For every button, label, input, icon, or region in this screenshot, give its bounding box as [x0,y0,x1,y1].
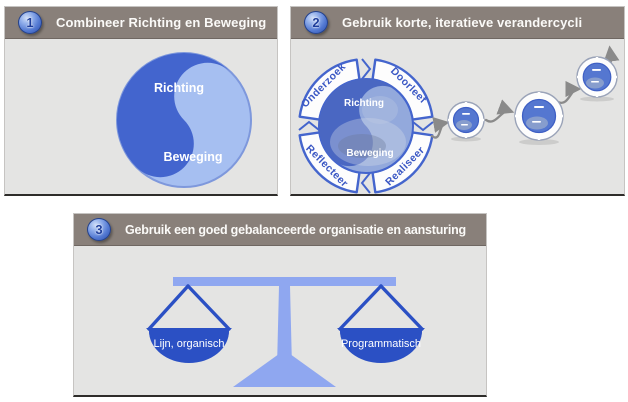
panel-1-title: Combineer Richting en Beweging [56,15,267,30]
panel-1: 1 Combineer Richting en Beweging Richtin… [4,6,278,196]
richting-label: Richting [154,81,204,95]
balance-scale-icon: Lijn, organisch Programmatisch [146,277,425,387]
scale-pillar [173,277,396,387]
right-pan: Programmatisch [337,284,425,363]
panel-2-body: Richting Beweging Onderzoek Doorleef Ref… [291,39,624,195]
left-pan-label: Lijn, organisch [154,338,225,350]
panel-1-body: Richting Beweging [5,39,277,195]
panel-1-header: 1 Combineer Richting en Beweging [5,7,277,39]
panel-3-header: 3 Gebruik een goed gebalanceerde organis… [74,214,486,246]
arrow-3-icon [556,80,582,104]
right-pan-label: Programmatisch [341,338,421,350]
panel-2-number-badge: 2 [304,11,328,34]
arrow-1-icon [430,116,450,139]
mini-cycle-3-icon [576,56,618,102]
panel-3-title: Gebruik een goed gebalanceerde organisat… [125,222,466,237]
inner-yin-yang-icon: Richting Beweging [318,78,414,174]
panel-3-number: 3 [95,222,103,237]
panel-2-number: 2 [312,15,320,30]
beweging-label: Beweging [163,150,222,164]
yin-yang-icon: Richting Beweging [116,52,252,188]
panel-3: 3 Gebruik een goed gebalanceerde organis… [73,213,487,397]
panel-1-number: 1 [26,15,34,30]
scale-beam [173,277,396,286]
panel-2: 2 Gebruik korte, iteratieve verandercycl… [290,6,625,196]
change-cycle-diagram: Richting Beweging Onderzoek Doorleef Ref… [298,45,620,194]
panel-1-number-badge: 1 [18,11,42,34]
mini-cycle-2-icon [514,91,564,145]
cycle-direction-chevrons [298,58,434,194]
panel-3-body: Lijn, organisch Programmatisch [74,246,486,394]
iteration-arrows [430,45,620,139]
inner-beweging-label: Beweging [346,148,393,159]
panel-2-header: 2 Gebruik korte, iteratieve verandercycl… [291,7,624,39]
panel-2-title: Gebruik korte, iteratieve verandercycli [342,15,583,30]
main-cycle-icon: Richting Beweging Onderzoek Doorleef Ref… [298,58,434,194]
panel-3-number-badge: 3 [87,218,111,241]
arrow-2-icon [484,99,515,123]
left-pan: Lijn, organisch [146,284,232,363]
mini-cycle-1-icon [447,101,485,142]
yin-yang-diagram: Richting Beweging [116,52,252,188]
inner-richting-label: Richting [344,98,384,109]
